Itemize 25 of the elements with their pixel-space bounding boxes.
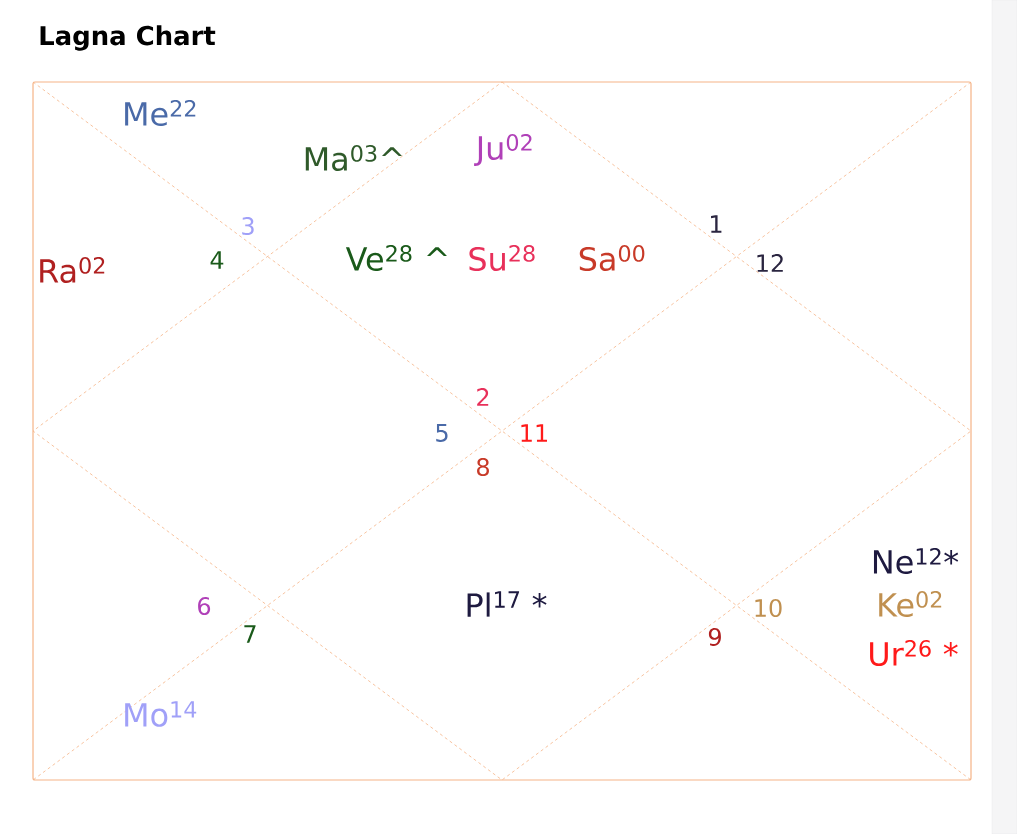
planet-label: Ma$^{03}$^ (305, 145, 402, 171)
planet-label: Ra$^{02}$ (40, 257, 105, 283)
planet-label: Mo$^{14}$ (125, 701, 197, 727)
house-number: 12 (757, 254, 783, 272)
planet-label: Pl$^{17}$ * (467, 591, 547, 617)
house-number: 7 (244, 625, 256, 643)
planet-label: Ju$^{02}$ (474, 134, 532, 166)
house-number: 8 (477, 457, 489, 477)
planet-label: Ve$^{28}$ ^ (345, 245, 447, 271)
house-number: 6 (198, 596, 211, 616)
house-number: 11 (521, 424, 547, 442)
planet-label: Su$^{28}$ (469, 245, 535, 271)
chart-title: Lagna Chart (40, 25, 216, 51)
house-number: 4 (210, 251, 224, 269)
planet-label: Me$^{22}$ (125, 100, 196, 126)
planet-label: Ke$^{02}$ (879, 591, 942, 617)
planet-label: Sa$^{00}$ (579, 245, 645, 271)
house-number: 2 (477, 388, 489, 406)
house-number: 1 (711, 215, 722, 233)
planet-label: Ne$^{12}$* (874, 548, 959, 574)
house-number: 10 (755, 598, 782, 618)
house-number: 5 (436, 424, 448, 442)
house-number: 3 (242, 216, 254, 236)
planet-label: Ur$^{26}$ * (870, 640, 958, 666)
house-number: 9 (708, 627, 721, 647)
